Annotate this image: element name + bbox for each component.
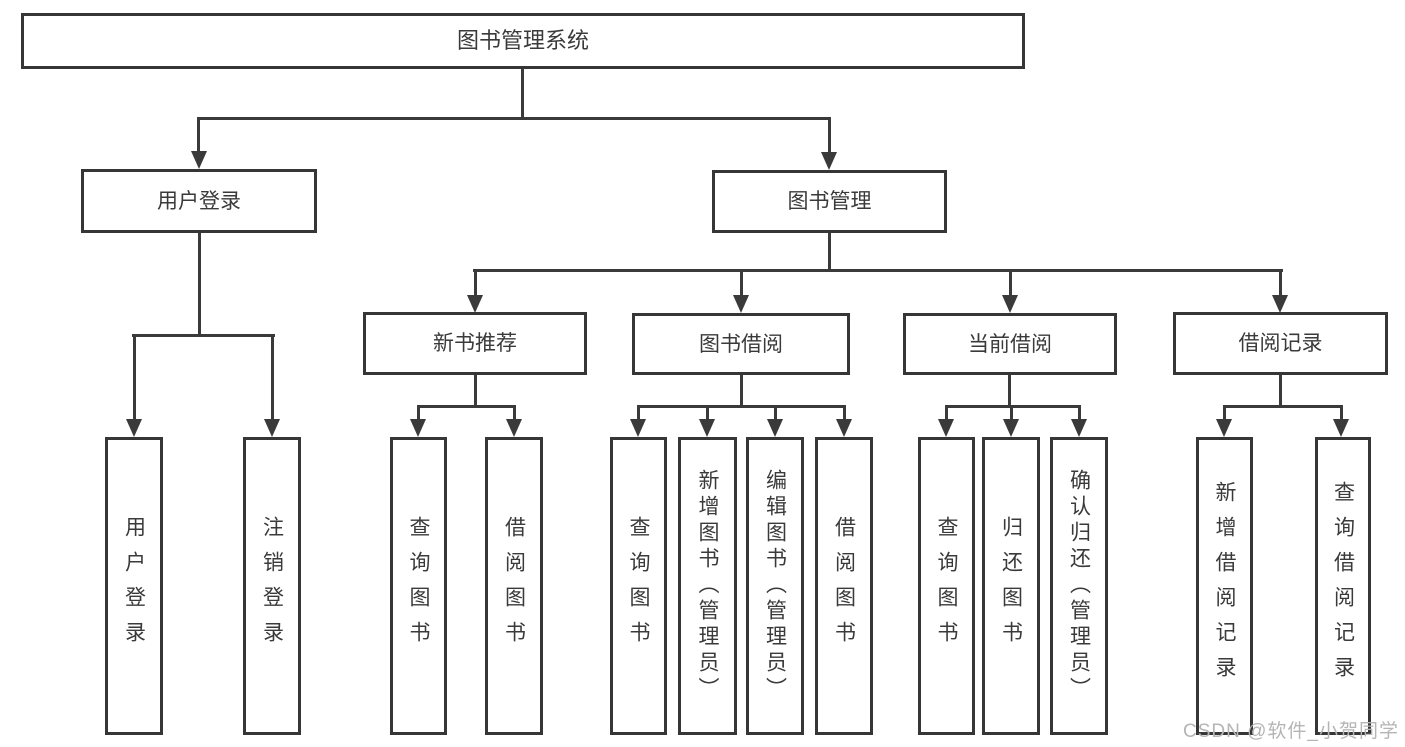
- connector-arm-bb-add: [706, 405, 709, 419]
- connector-arm-bb-borrow: [843, 405, 846, 419]
- node-leaf-bb-add-books: 新增图书（管理员）: [678, 437, 737, 735]
- node-current-borrow-label: 当前借阅: [968, 332, 1052, 356]
- arrow-to-br-query-icon: [1333, 419, 1349, 437]
- connector-arm-new-book-rec: [474, 269, 477, 297]
- connector-arm-bb-edit: [774, 405, 777, 419]
- node-leaf-user-login-label: 用户登录: [122, 516, 146, 656]
- node-user-login-label: 用户登录: [157, 189, 241, 213]
- node-book-mgmt-label: 图书管理: [787, 190, 872, 213]
- watermark: CSDN @软件_小贺同学: [1183, 721, 1399, 742]
- connector-arm-br-add: [1223, 405, 1226, 419]
- node-leaf-bb-query-books: 查询图书: [610, 437, 667, 735]
- node-leaf-bb-edit-books-label: 编辑图书（管理员）: [763, 469, 787, 703]
- node-leaf-cb-confirm-return: 确认归还（管理员）: [1050, 437, 1108, 735]
- node-leaf-br-add-record-label: 新增借阅记录: [1213, 481, 1236, 691]
- node-leaf-nb-borrow-books: 借阅图书: [485, 437, 543, 735]
- node-leaf-cb-query-books-label: 查询图书: [935, 516, 958, 656]
- node-leaf-bb-borrow-books: 借阅图书: [815, 437, 873, 735]
- node-leaf-br-query-record-label: 查询借阅记录: [1331, 481, 1355, 691]
- node-root-label: 图书管理系统: [456, 28, 589, 53]
- node-leaf-bb-query-books-label: 查询图书: [627, 516, 650, 656]
- connector-arm-ul-user-login: [133, 334, 136, 419]
- node-leaf-nb-query-books: 查询图书: [390, 437, 447, 735]
- arrow-to-cb-return-icon: [1003, 419, 1019, 437]
- connector-arm-nb-query: [417, 405, 420, 419]
- node-borrow-records-label: 借阅记录: [1238, 332, 1323, 355]
- node-root: 图书管理系统: [21, 13, 1025, 69]
- connector-arm-book-mgmt: [828, 117, 831, 154]
- connector-book-borrow-stem: [740, 375, 743, 407]
- connector-root-stem: [521, 69, 524, 118]
- node-book-mgmt: 图书管理: [712, 170, 947, 233]
- connector-arm-bb-query: [637, 405, 640, 419]
- node-leaf-bb-borrow-books-label: 借阅图书: [832, 516, 856, 656]
- arrow-to-br-add-icon: [1216, 419, 1232, 437]
- arrow-to-nb-query-icon: [410, 419, 426, 437]
- arrow-to-cb-query-icon: [938, 419, 954, 437]
- node-user-login: 用户登录: [81, 169, 317, 233]
- arrow-to-book-mgmt-icon: [821, 152, 837, 170]
- connector-arm-current-borrow: [1009, 269, 1012, 297]
- connector-level3-rail: [473, 269, 1283, 272]
- node-borrow-records: 借阅记录: [1173, 312, 1388, 375]
- arrow-to-ul-logout-icon: [264, 419, 280, 437]
- node-leaf-cb-return-books: 归还图书: [982, 437, 1040, 735]
- connector-arm-borrow-records: [1279, 269, 1282, 297]
- node-current-borrow: 当前借阅: [903, 313, 1117, 375]
- node-leaf-br-add-record: 新增借阅记录: [1196, 437, 1253, 735]
- arrow-to-bb-add-icon: [699, 419, 715, 437]
- connector-arm-cb-query: [945, 405, 948, 419]
- connector-book-mgmt-stem: [828, 233, 831, 271]
- connector-arm-nb-borrow: [513, 405, 516, 419]
- arrow-to-ul-user-login-icon: [126, 419, 142, 437]
- node-new-book-rec: 新书推荐: [363, 312, 587, 375]
- node-leaf-cb-query-books: 查询图书: [918, 437, 975, 735]
- arrow-to-bb-query-icon: [630, 419, 646, 437]
- connector-current-borrow-stem: [1008, 375, 1011, 407]
- connector-new-book-rec-stem: [474, 375, 477, 407]
- connector-borrow-records-stem: [1279, 375, 1282, 407]
- node-book-borrow: 图书借阅: [632, 313, 850, 375]
- node-leaf-nb-query-books-label: 查询图书: [407, 516, 430, 656]
- node-leaf-bb-edit-books: 编辑图书（管理员）: [746, 437, 804, 735]
- connector-arm-cb-return: [1010, 405, 1013, 419]
- node-leaf-cb-return-books-label: 归还图书: [999, 516, 1023, 656]
- node-new-book-rec-label: 新书推荐: [433, 332, 517, 355]
- connector-arm-user-login: [197, 117, 200, 153]
- connector-user-login-stem: [198, 233, 201, 337]
- arrow-to-borrow-records-icon: [1272, 295, 1288, 313]
- connector-book-borrow-rail: [637, 405, 846, 408]
- node-leaf-nb-borrow-books-label: 借阅图书: [502, 516, 526, 656]
- node-leaf-user-login: 用户登录: [105, 437, 163, 735]
- connector-borrow-records-rail: [1223, 405, 1343, 408]
- connector-arm-cb-confirm: [1078, 405, 1081, 419]
- connector-new-book-rec-rail: [417, 405, 516, 408]
- arrow-to-user-login-icon: [191, 151, 207, 169]
- connector-arm-ul-logout: [271, 334, 274, 419]
- arrow-to-cb-confirm-icon: [1071, 419, 1087, 437]
- arrow-to-nb-borrow-icon: [506, 419, 522, 437]
- connector-arm-br-query: [1340, 405, 1343, 419]
- node-leaf-logout-label: 注销登录: [260, 516, 284, 656]
- node-leaf-cb-confirm-return-label: 确认归还（管理员）: [1067, 469, 1091, 703]
- node-leaf-br-query-record: 查询借阅记录: [1315, 437, 1371, 735]
- arrow-to-new-book-rec-icon: [467, 295, 483, 313]
- connector-arm-book-borrow: [740, 269, 743, 297]
- arrow-to-current-borrow-icon: [1002, 295, 1018, 313]
- node-book-borrow-label: 图书借阅: [699, 332, 783, 356]
- connector-level2-rail: [197, 117, 831, 120]
- arrow-to-bb-borrow-icon: [836, 419, 852, 437]
- node-leaf-logout: 注销登录: [243, 437, 301, 735]
- arrow-to-bb-edit-icon: [767, 419, 783, 437]
- arrow-to-book-borrow-icon: [733, 295, 749, 313]
- connector-user-login-rail: [132, 334, 275, 337]
- node-leaf-bb-add-books-label: 新增图书（管理员）: [696, 469, 719, 703]
